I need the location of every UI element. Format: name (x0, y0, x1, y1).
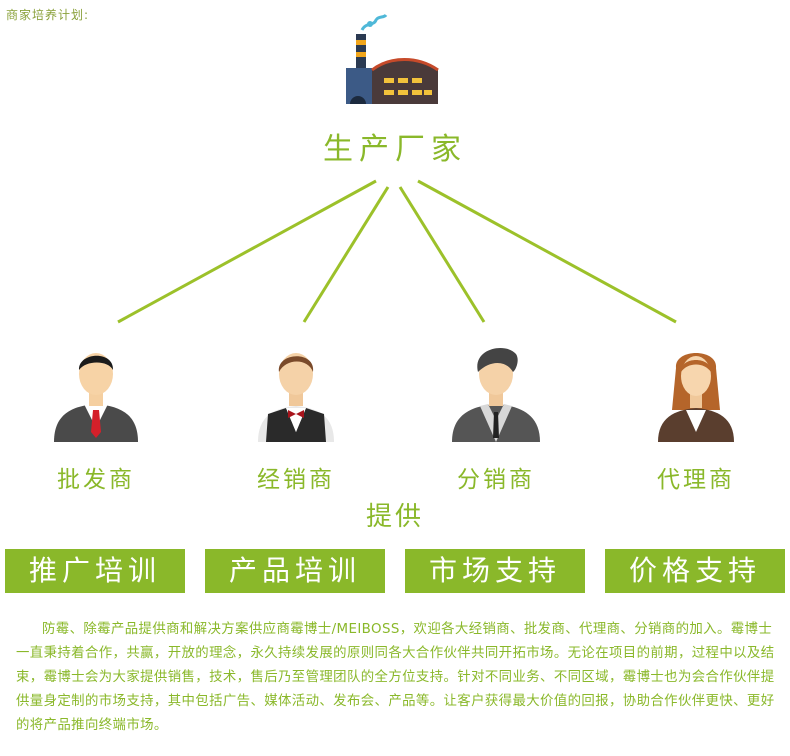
role-label-dealer: 经销商 (257, 467, 335, 493)
businessman-red-tie-icon (54, 353, 138, 442)
waiter-bowtie-icon (258, 353, 334, 442)
factory-icon (346, 13, 439, 104)
line-to-dealer (302, 186, 390, 323)
factory-label: 生产厂家 (323, 132, 467, 167)
role-label-distributor: 分销商 (457, 467, 535, 493)
price-support-button[interactable]: 价格支持 (605, 549, 785, 593)
line-to-agent (417, 179, 677, 324)
role-label-agent: 代理商 (657, 467, 735, 493)
businesswoman-icon (658, 353, 734, 442)
provide-label: 提供 (365, 502, 424, 532)
line-to-distributor (398, 186, 486, 323)
product-training-button[interactable]: 产品培训 (205, 549, 385, 593)
line-to-wholesaler (117, 179, 377, 324)
promotion-training-button[interactable]: 推广培训 (5, 549, 185, 593)
top-caption: 商家培养计划: (6, 8, 90, 22)
role-label-wholesaler: 批发商 (57, 467, 135, 493)
market-support-button[interactable]: 市场支持 (405, 549, 585, 593)
description-paragraph: 防霉、除霉产品提供商和解决方案供应商霉博士/MEIBOSS，欢迎各大经销商、批发… (16, 622, 775, 733)
man-vest-icon (452, 348, 540, 442)
